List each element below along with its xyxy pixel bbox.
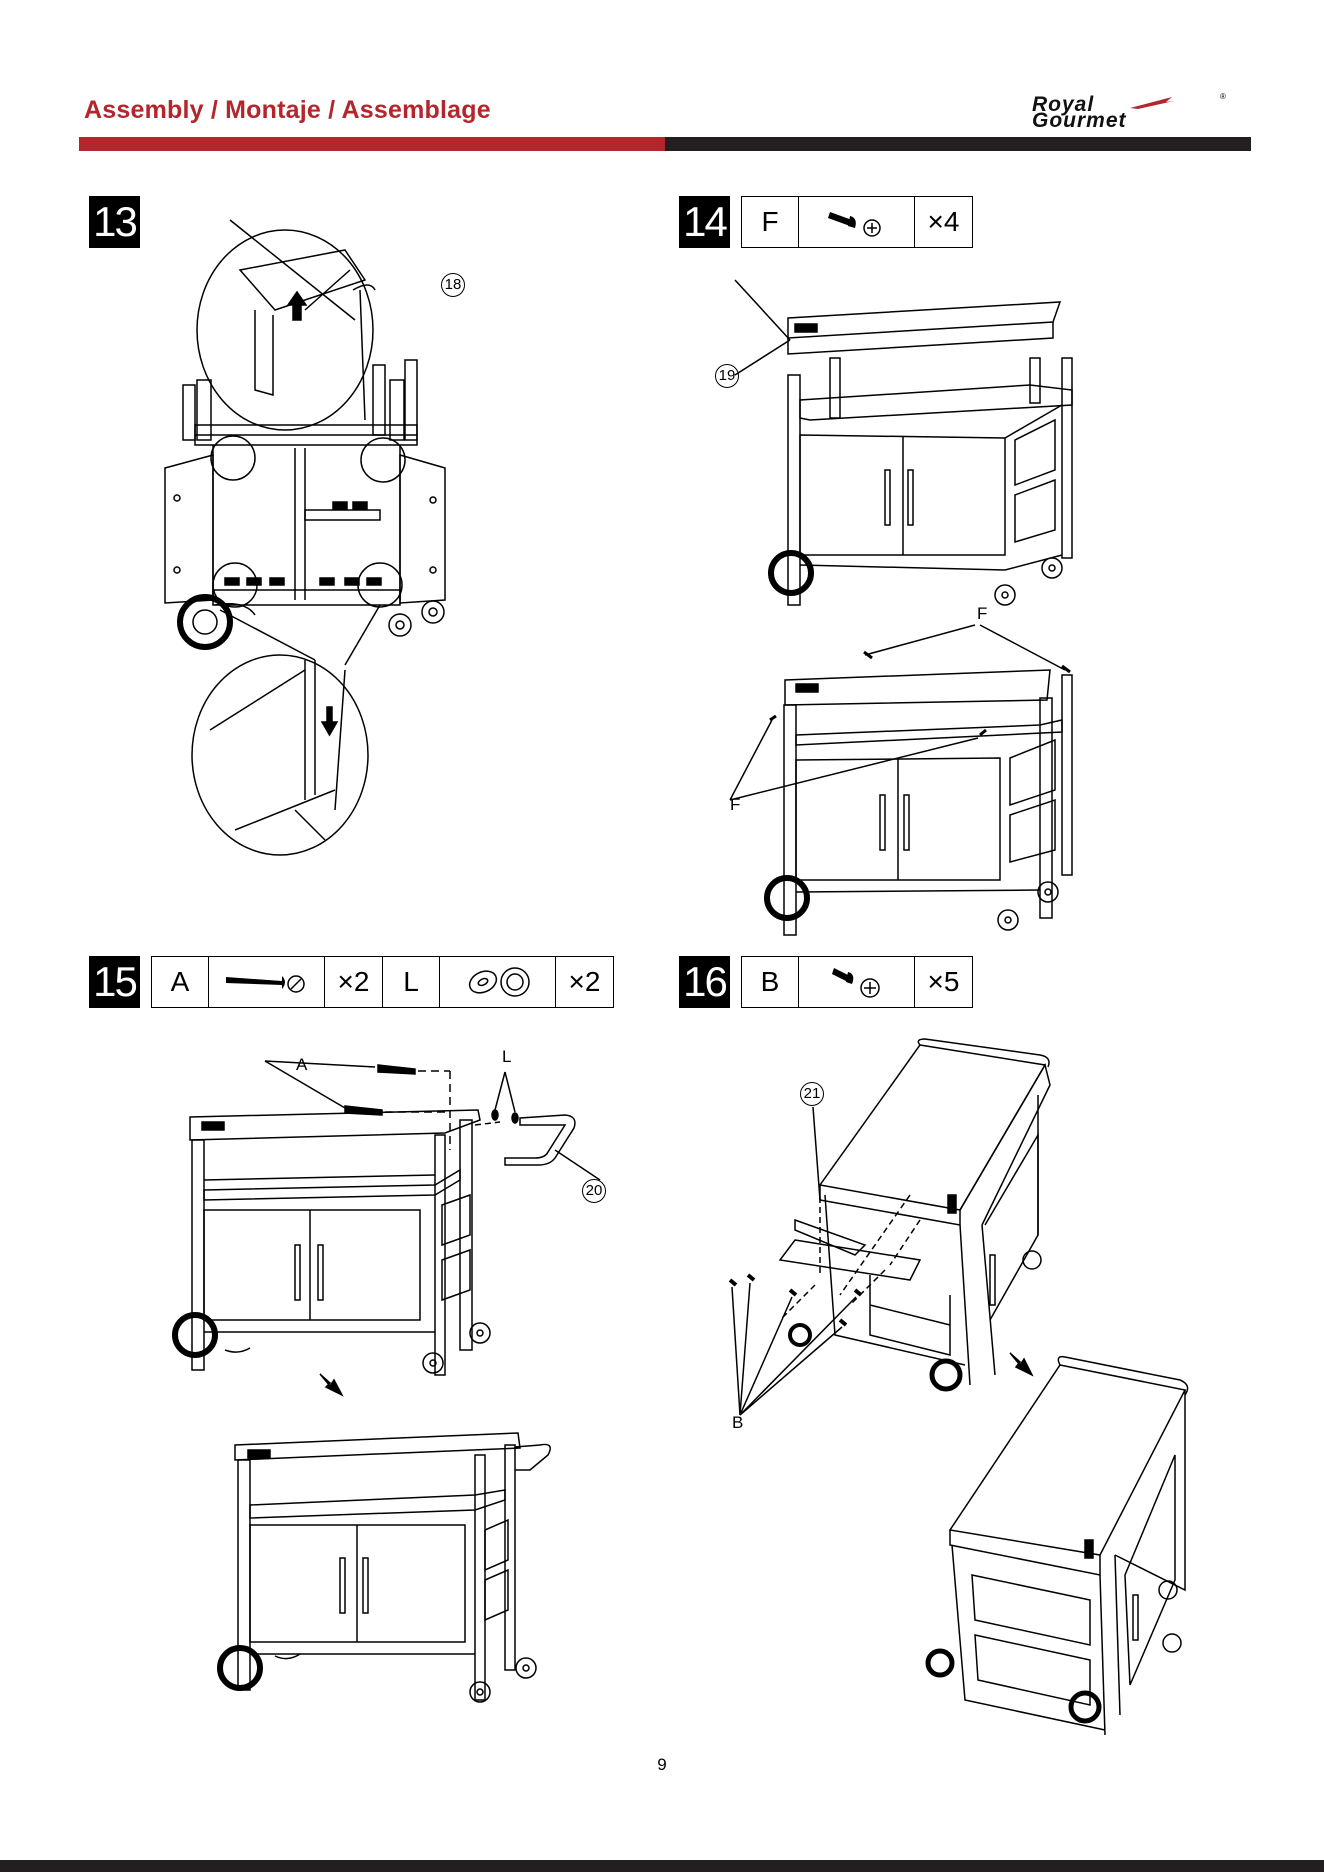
brand-logo: Royal Gourmet ® [1028,94,1228,134]
step-15-illustration [160,1050,600,1710]
part-quantity: ×4 [915,197,972,247]
step-16-illustration [720,1035,1200,1735]
screw-icon [799,957,915,1007]
header-rule-dark [665,137,1251,151]
step-16-parts-table: B ×5 [741,956,973,1008]
step-16-callout-b: B [732,1413,743,1433]
page-title: Assembly / Montaje / Assemblage [84,96,491,125]
logo-registered-mark: ® [1220,92,1226,101]
step-13-illustration [155,220,485,880]
step-14-callout-f-top: F [977,604,987,624]
step-15-callout-a: A [296,1055,307,1075]
part-letter: B [742,957,799,1007]
part-letter: L [383,957,440,1007]
step-13-callout-18: 18 [441,273,465,297]
step-14-illustration [700,280,1080,940]
step-16-callout-21: 21 [800,1082,824,1106]
step-15-callout-l: L [502,1047,511,1067]
part-quantity: ×5 [915,957,972,1007]
step-15-number: 15 [89,956,140,1008]
page-number: 9 [0,1755,1324,1775]
part-letter: F [742,197,799,247]
step-13-number: 13 [89,196,140,248]
step-15-parts-table: A ×2 L ×2 [151,956,614,1008]
screw-icon [799,197,915,247]
part-quantity: ×2 [325,957,383,1007]
logo-flame-icon [1128,96,1176,110]
header-rule-red [79,137,665,151]
step-14-parts-table: F ×4 [741,196,973,248]
washer-icon [440,957,556,1007]
step-15-callout-20: 20 [582,1179,606,1203]
part-quantity: ×2 [556,957,613,1007]
logo-line2: Gourmet [1032,110,1127,131]
step-14-number: 14 [679,196,730,248]
step-16-number: 16 [679,956,730,1008]
footer-bar [0,1860,1324,1872]
long-bolt-icon [209,957,325,1007]
step-14-callout-19: 19 [715,364,739,388]
step-14-callout-f-bottom: F [730,795,740,815]
part-letter: A [152,957,209,1007]
